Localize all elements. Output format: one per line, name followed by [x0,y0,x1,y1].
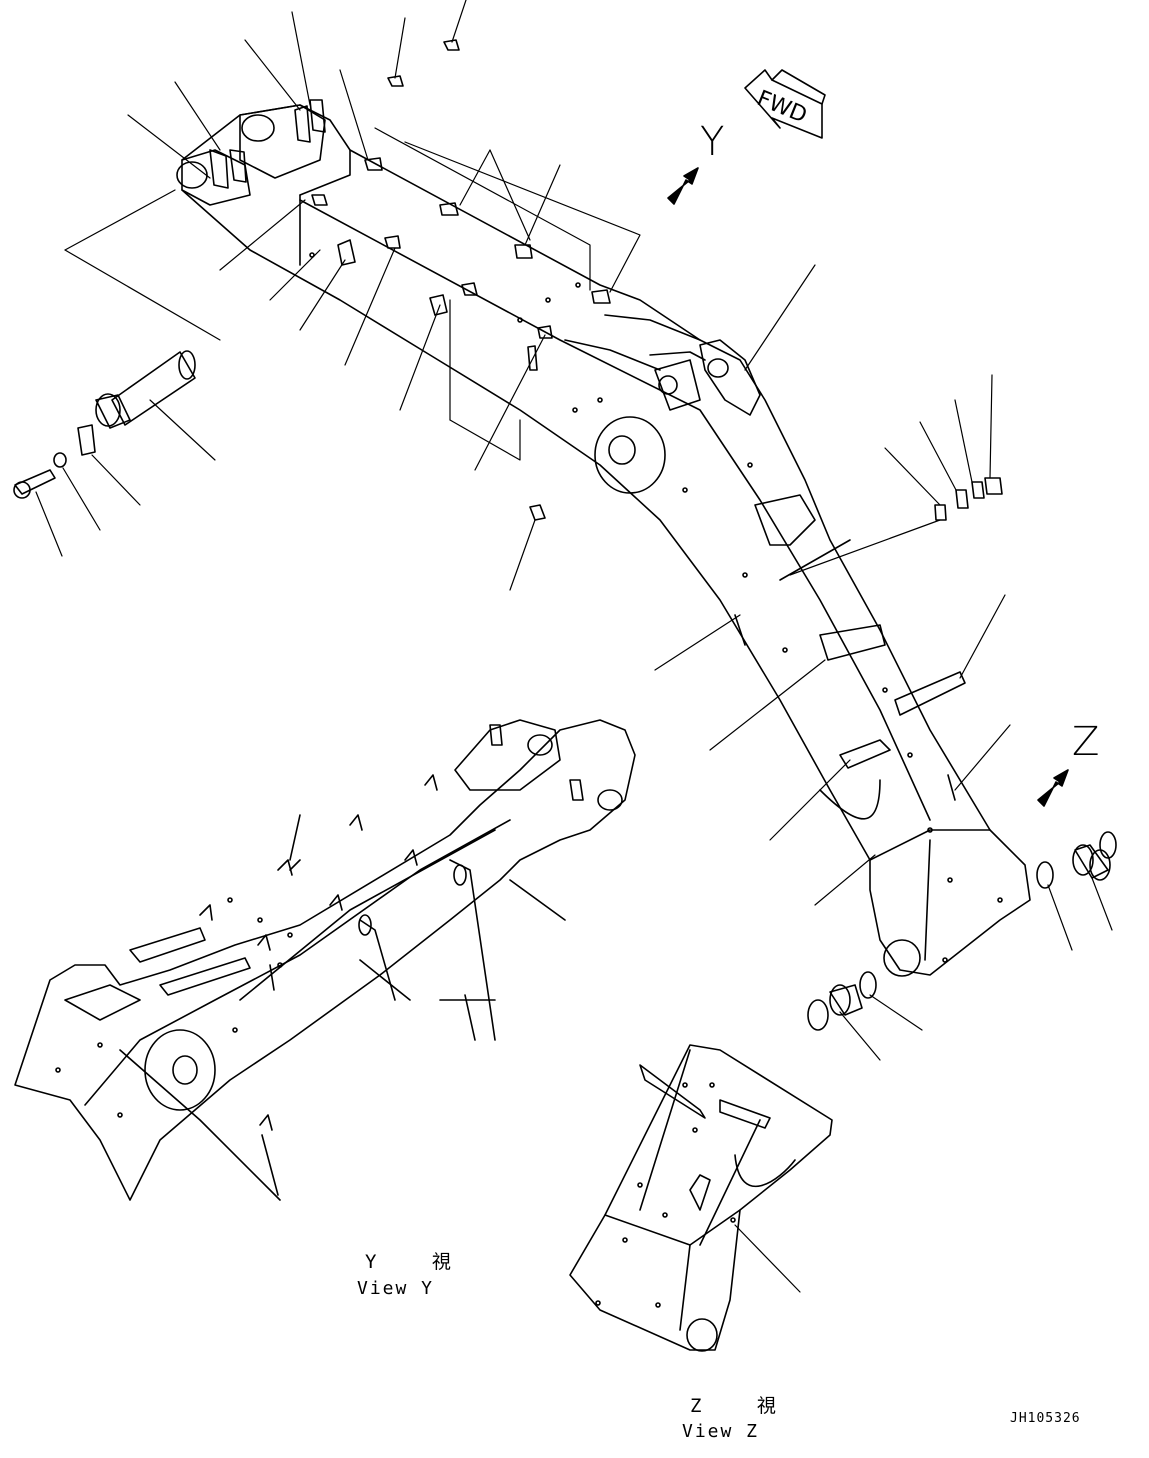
view-y-drawing [14,719,636,1201]
foot-pin-assembly [13,350,196,499]
view-z-kanji: Z 視 [690,1395,798,1417]
drawing-code: JH105326 [1010,1411,1081,1426]
upper-clips [311,39,611,521]
view-y-arrow [667,167,699,205]
leader-lines [35,0,1113,1061]
view-y-letter: Y [700,119,725,165]
view-y-kanji: Y 視 [365,1251,473,1273]
bushings [807,831,1117,1031]
view-z-drawing [569,1044,833,1352]
view-y-caption: View Y [357,1278,435,1299]
shim-plates [934,477,1003,521]
view-z-arrow [1037,769,1069,807]
fwd-arrow [744,69,826,139]
main-boom [176,99,1031,977]
view-z-letter: Z [1072,719,1100,765]
view-z-caption: View Z [682,1421,760,1442]
